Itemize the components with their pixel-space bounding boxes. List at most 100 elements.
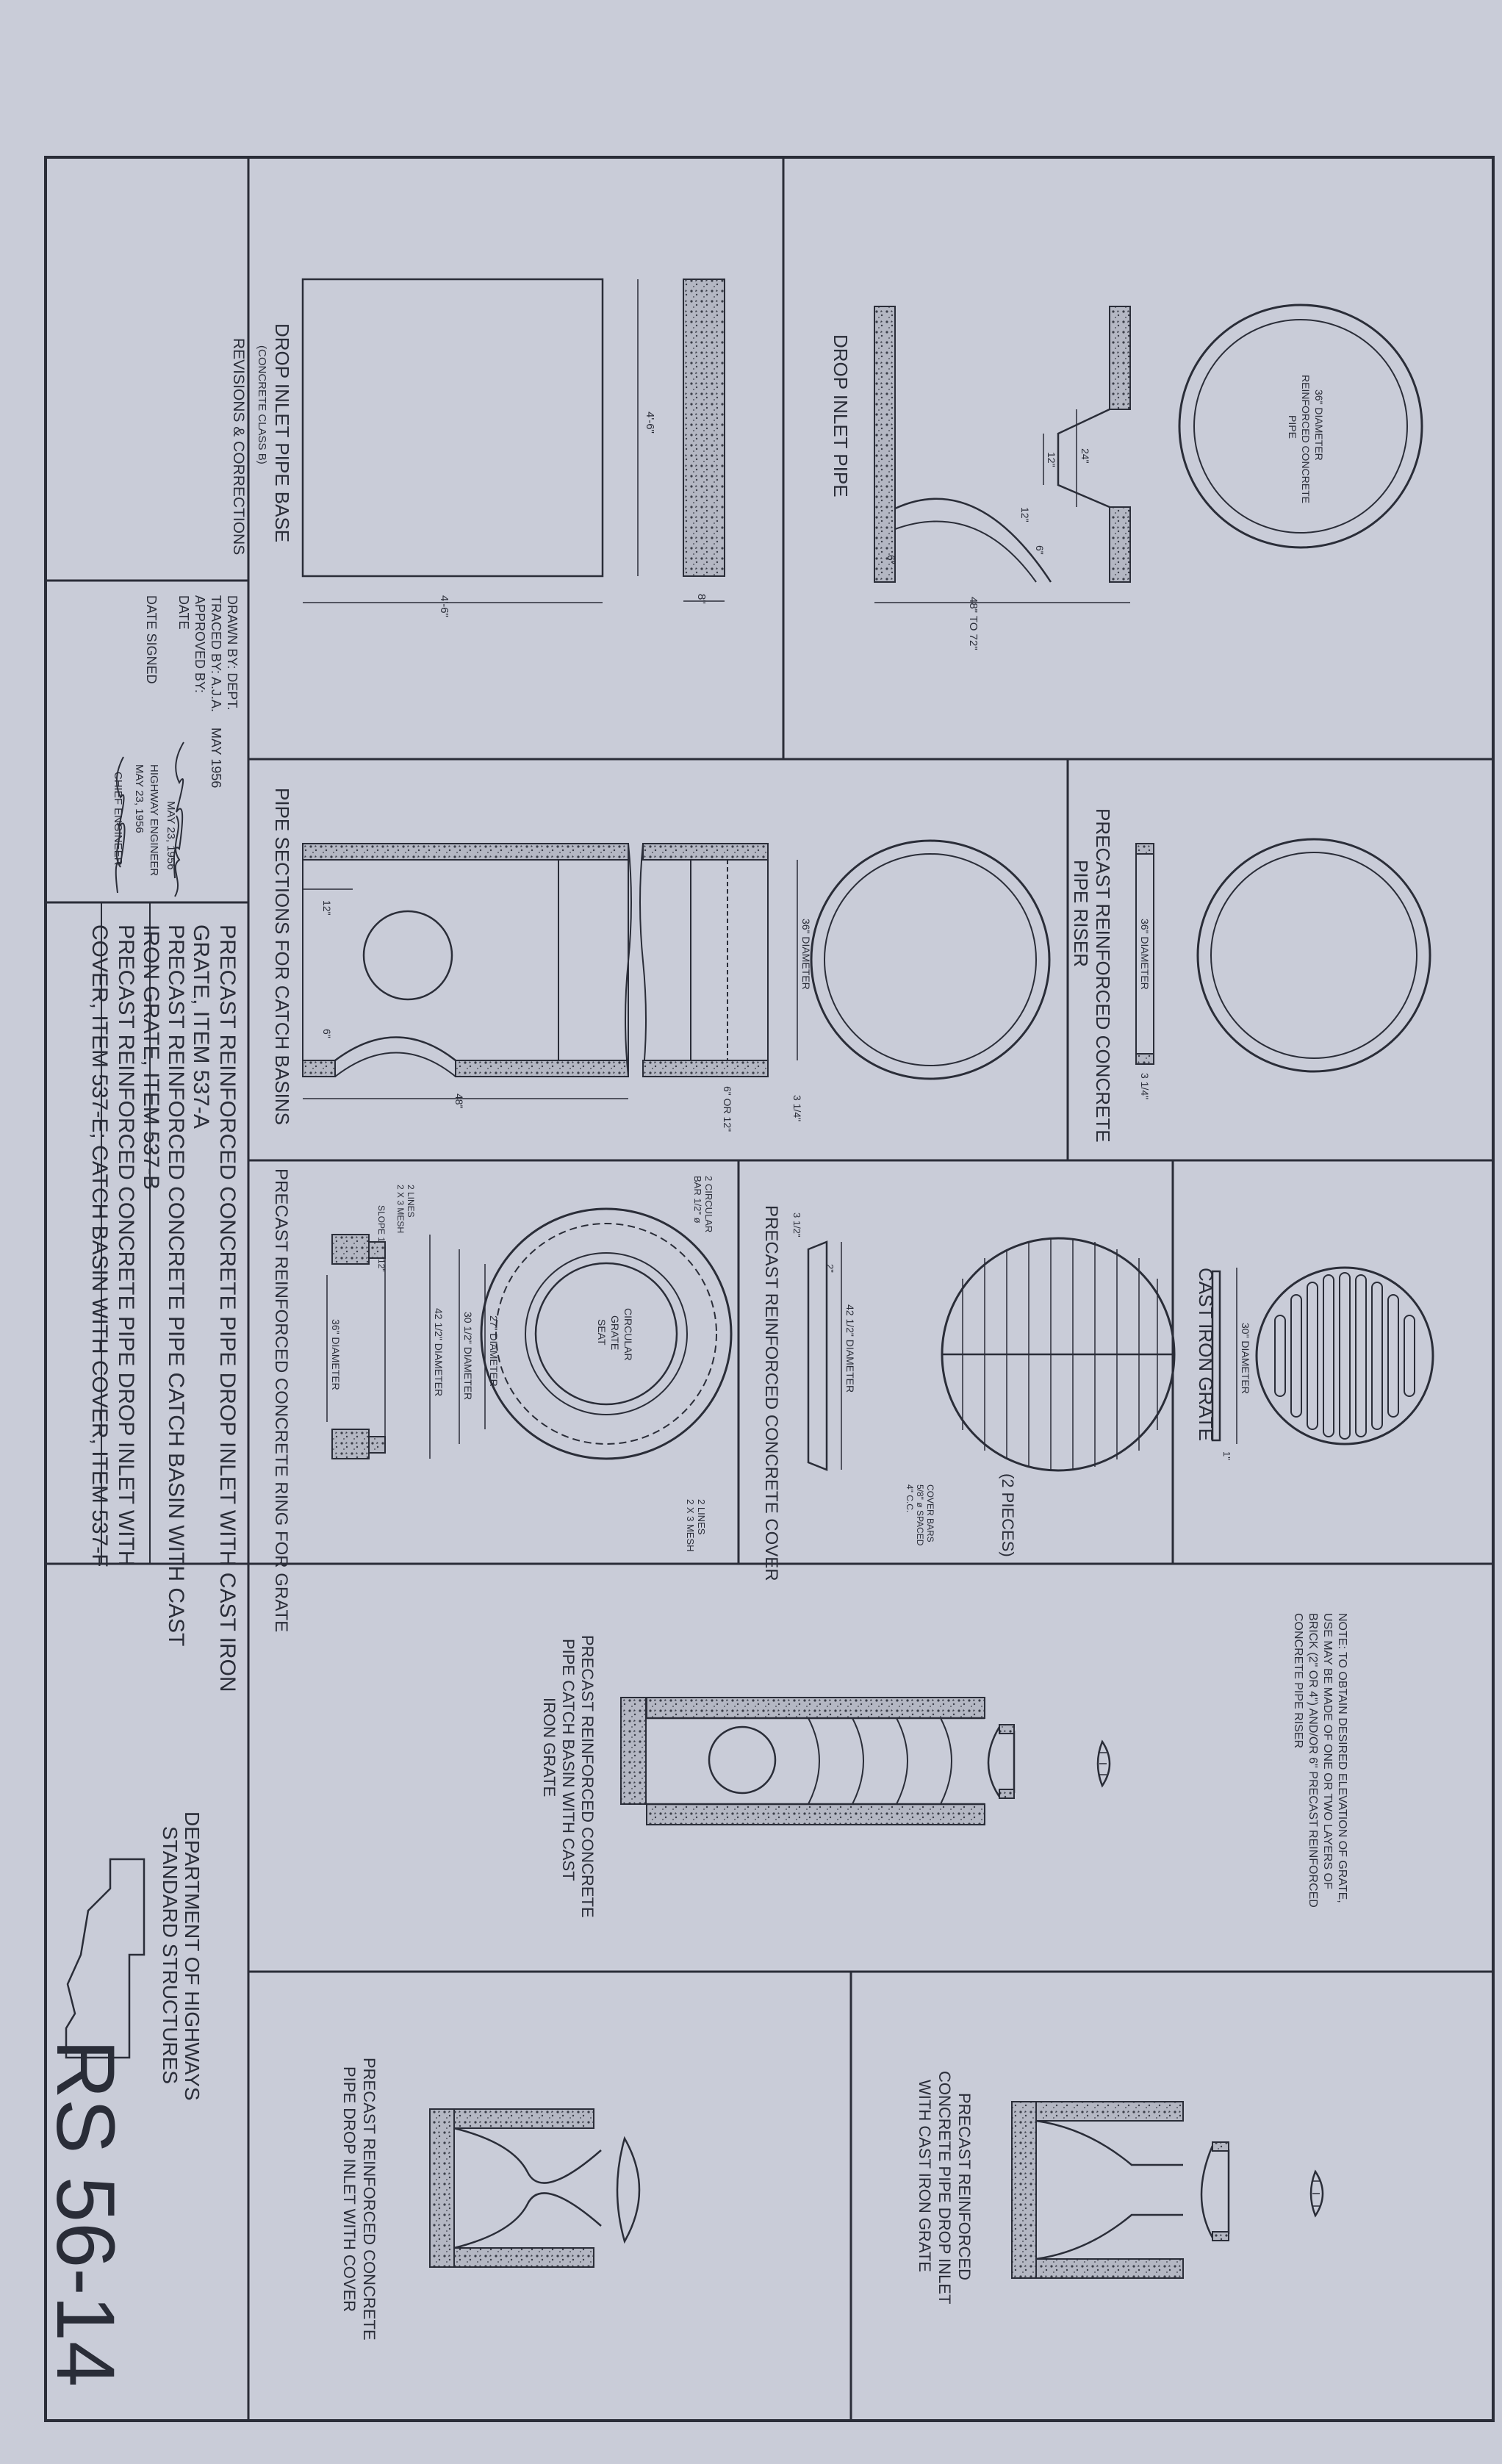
drop-cover-title-2: PIPE DROP INLET WITH COVER bbox=[340, 2066, 359, 2312]
traced-by: TRACED BY: A.J.A. bbox=[209, 595, 223, 712]
ring-mesh-note-1: 2 LINES bbox=[696, 1499, 707, 1535]
date-label: DATE bbox=[176, 595, 191, 630]
pipe-circle-label-1: 36" DIAMETER bbox=[1313, 389, 1325, 461]
sections-dim-48: 48" bbox=[453, 1093, 465, 1109]
riser-plan-inner bbox=[1210, 852, 1417, 1059]
pipe-dim-24: 24" bbox=[1079, 448, 1091, 464]
title-line-4: IRON GRATE, ITEM 537-B bbox=[139, 924, 163, 1190]
riser-title-1: PRECAST REINFORCED CONCRETE bbox=[1092, 808, 1114, 1143]
ring-plan-mid bbox=[525, 1252, 688, 1415]
signatures bbox=[115, 741, 184, 897]
view-riser: PRECAST REINFORCED CONCRETE PIPE RISER 3… bbox=[1070, 808, 1431, 1143]
ring-plan-dashed bbox=[495, 1223, 717, 1445]
note-line-4: CONCRETE PIPE RISER bbox=[1292, 1613, 1304, 1748]
pipe-dim-12b: 12" bbox=[1019, 507, 1031, 522]
drawn-by: DRAWN BY: DEPT. bbox=[225, 595, 240, 710]
cover-section bbox=[807, 1240, 828, 1471]
ring-section-right bbox=[331, 1429, 370, 1459]
chief-engineer-label: CHIEF ENGINEER bbox=[112, 772, 124, 866]
ring-mesh-note-2: 2 X 3 MESH bbox=[685, 1499, 696, 1552]
ring-mesh-note-3: 2 LINES bbox=[406, 1185, 416, 1218]
section-a-arc bbox=[334, 1036, 456, 1062]
pipe-circle-label-3: PIPE bbox=[1287, 415, 1298, 439]
base-slab-section bbox=[683, 279, 725, 577]
grate-section bbox=[1211, 1270, 1221, 1442]
grate-title: CAST IRON GRATE bbox=[1195, 1268, 1217, 1441]
base-title: DROP INLET PIPE BASE bbox=[271, 323, 293, 542]
base-slab-plan bbox=[301, 278, 604, 578]
cover-bars-note-1: COVER BARS bbox=[925, 1484, 935, 1542]
catch-basin-title-1: PRECAST REINFORCED CONCRETE bbox=[578, 1635, 597, 1918]
ring-bar-note-1: 2 CIRCULAR bbox=[703, 1176, 714, 1232]
section-a-wall-top bbox=[302, 843, 629, 861]
title-rows: PRECAST REINFORCED CONCRETE PIPE DROP IN… bbox=[46, 902, 248, 1692]
date-signed-label: DATE SIGNED bbox=[144, 595, 159, 684]
date-signed-1: MAY 23, 1956 bbox=[165, 801, 177, 870]
sections-dim-6: 6" bbox=[321, 1029, 333, 1038]
pipe-notch bbox=[1057, 408, 1110, 509]
drawn-date: MAY 1956 bbox=[209, 728, 223, 788]
state-outline-icon bbox=[65, 1858, 145, 2059]
pipe-opening-arc bbox=[894, 498, 1052, 583]
view-cast-iron-grate: CAST IRON GRATE 30" DIAMETER 1" bbox=[1195, 1266, 1434, 1460]
department-name: DEPARTMENT OF HIGHWAYS bbox=[181, 1811, 204, 2101]
cover-bars-note-3: 4" C.C. bbox=[905, 1484, 915, 1512]
cover-dim-2: 2" bbox=[824, 1264, 836, 1273]
department-block: DEPARTMENT OF HIGHWAYS STANDARD STRUCTUR… bbox=[40, 1811, 204, 2387]
ring-section-left bbox=[331, 1234, 370, 1265]
note-line-3: BRICK (2" OR 4") AND/OR 6" PRECAST REINF… bbox=[1307, 1613, 1319, 1908]
base-subtitle: (CONCRETE CLASS B) bbox=[256, 345, 268, 464]
sheet-border bbox=[44, 156, 1495, 2422]
ring-title: PRECAST REINFORCED CONCRETE RING FOR GRA… bbox=[271, 1168, 291, 1632]
pipe-circle-label-2: REINFORCED CONCRETE bbox=[1300, 375, 1312, 503]
view-ring: PRECAST REINFORCED CONCRETE RING FOR GRA… bbox=[271, 1168, 733, 1632]
grate-dim-1: 1" bbox=[1221, 1451, 1232, 1460]
grate-plan-outline bbox=[1255, 1266, 1434, 1445]
drop-cover-title-1: PRECAST REINFORCED CONCRETE bbox=[360, 2058, 378, 2341]
pipe-title: DROP INLET PIPE bbox=[830, 334, 852, 498]
pipe-plan-inner bbox=[1193, 319, 1408, 534]
view-drop-inlet-assembly: PRECAST REINFORCED CONCRETE PIPE DROP IN… bbox=[916, 2071, 1324, 2304]
cover-bars-note-2: 5/8" ø SPACED bbox=[915, 1484, 925, 1546]
note-line-1: NOTE: TO OBTAIN DESIRED ELEVATION OF GRA… bbox=[1336, 1613, 1348, 1903]
note-line-2: USE MAY BE MADE OF ONE OR TWO LAYERS OF bbox=[1321, 1613, 1334, 1889]
section-plan-outer bbox=[810, 839, 1051, 1080]
drop-grate-title-1: PRECAST REINFORCED bbox=[955, 2093, 974, 2280]
section-b-wall-top bbox=[642, 843, 769, 861]
standard-structures: STANDARD STRUCTURES bbox=[159, 1826, 182, 2084]
pipe-dim-12a: 12" bbox=[1046, 452, 1057, 467]
approved-by: APPROVED BY: bbox=[193, 595, 207, 693]
cover-title: PRECAST REINFORCED CONCRETE COVER bbox=[761, 1205, 781, 1581]
sections-dim-thick: 3 1/4" bbox=[791, 1095, 803, 1121]
date-signed-2: MAY 23, 1956 bbox=[133, 764, 145, 833]
view-drop-inlet-pipe: DROP INLET PIPE 36" DIAMETER REINFORCED … bbox=[830, 303, 1423, 650]
title-line-6: COVER, ITEM 537-E; CATCH BASIN WITH COVE… bbox=[87, 924, 112, 1567]
sections-dim-dia: 36" DIAMETER bbox=[800, 919, 812, 990]
pipe-plan-outer bbox=[1178, 303, 1423, 549]
sheet-number: RS 56-14 bbox=[40, 2039, 132, 2387]
view-cover: PRECAST REINFORCED CONCRETE COVER (2 PIE… bbox=[761, 1205, 1176, 1581]
riser-title-2: PIPE RISER bbox=[1070, 860, 1092, 967]
highway-engineer-label: HIGHWAY ENGINEER bbox=[148, 764, 160, 876]
drop-grate-title-3: WITH CAST IRON GRATE bbox=[916, 2080, 934, 2272]
ring-mesh-note-4: 2 X 3 MESH bbox=[395, 1185, 406, 1233]
cover-pieces: (2 PIECES) bbox=[999, 1473, 1017, 1557]
section-a-arc-inner bbox=[334, 1052, 456, 1077]
section-b-wall-bottom bbox=[642, 1060, 769, 1077]
ring-plan-outer bbox=[480, 1207, 733, 1460]
ring-center-2: GRATE bbox=[609, 1315, 621, 1350]
title-line-2: GRATE, ITEM 537-A bbox=[189, 924, 213, 1129]
drop-grate-title-2: CONCRETE PIPE DROP INLET bbox=[935, 2071, 954, 2304]
grate-dim-dia: 30" DIAMETER bbox=[1240, 1323, 1251, 1394]
cover-dim-thick: 3 1/2" bbox=[791, 1213, 802, 1238]
pipe-dim-6a: 6" bbox=[1034, 545, 1046, 555]
ring-dim-27: 27" DIAMETER bbox=[488, 1315, 500, 1387]
ring-bar-note-2: BAR 1/2" ø bbox=[692, 1176, 703, 1224]
view-pipe-sections: PIPE SECTIONS FOR CATCH BASINS 36" DIAME… bbox=[271, 788, 1051, 1132]
view-drop-inlet-cover-assembly: PRECAST REINFORCED CONCRETE PIPE DROP IN… bbox=[340, 2058, 641, 2341]
pipe-dim-length: 48" TO 72" bbox=[967, 597, 980, 650]
view-drop-inlet-pipe-base: DROP INLET PIPE BASE (CONCRETE CLASS B) … bbox=[256, 278, 725, 617]
grate-slots bbox=[1274, 1272, 1415, 1440]
ring-dim-42: 42 1/2" DIAMETER bbox=[433, 1308, 445, 1396]
